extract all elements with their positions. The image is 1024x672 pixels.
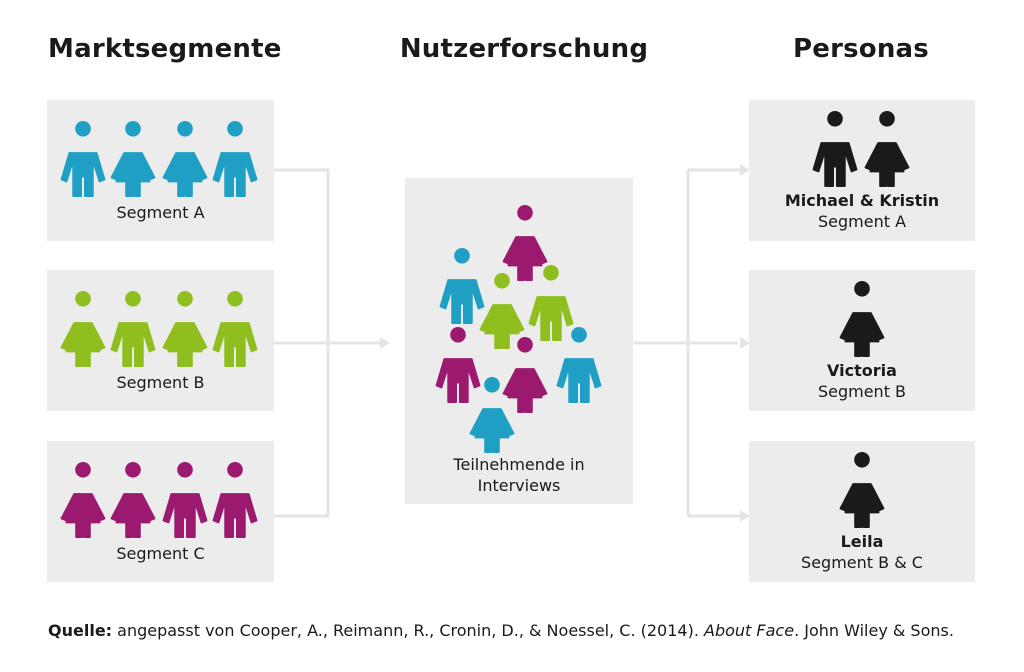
persona-segment: Segment B	[817, 382, 907, 401]
female-icon	[60, 290, 106, 367]
research-label-line2: Interviews	[477, 476, 561, 495]
persona-name: Victoria	[827, 361, 897, 380]
source-text: angepasst von Cooper, A., Reimann, R., C…	[112, 621, 705, 640]
female-icon	[469, 376, 515, 453]
male-icon	[439, 247, 485, 324]
research-participants	[435, 204, 602, 453]
persona-b-box: Victoria Segment B	[749, 270, 975, 411]
source-suffix: . John Wiley & Sons.	[794, 621, 954, 640]
persona-c-box: Leila Segment B & C	[749, 441, 975, 582]
segment-a-people	[60, 120, 258, 197]
female-icon	[839, 280, 885, 357]
male-icon	[110, 290, 156, 367]
persona-b-label: Victoria Segment B	[749, 360, 975, 402]
male-icon	[556, 326, 602, 403]
female-icon	[502, 336, 548, 413]
research-label: Teilnehmende in Interviews	[405, 454, 633, 496]
arrow-to-research	[380, 337, 390, 349]
source-book-title: About Face	[704, 621, 795, 640]
heading-personas: Personas	[793, 34, 929, 64]
female-icon	[162, 120, 208, 197]
segment-c-box: Segment C	[47, 441, 274, 582]
arrow-persona-b	[740, 337, 750, 349]
segment-b-people	[60, 290, 258, 367]
arrow-persona-a	[740, 164, 750, 176]
persona-segment: Segment A	[817, 212, 907, 231]
segment-b-label: Segment B	[116, 373, 205, 392]
persona-c-people	[839, 451, 885, 528]
female-icon	[110, 120, 156, 197]
male-icon	[812, 110, 858, 187]
female-icon	[479, 272, 525, 349]
research-box: Teilnehmende in Interviews	[405, 178, 633, 504]
female-icon	[110, 461, 156, 538]
female-icon	[864, 110, 910, 187]
persona-a-box: Michael & Kristin Segment A	[749, 100, 975, 241]
segment-a-label: Segment A	[116, 203, 205, 222]
male-icon	[528, 264, 574, 341]
male-icon	[162, 461, 208, 538]
persona-c-label: Leila Segment B & C	[749, 531, 975, 573]
male-icon	[212, 120, 258, 197]
female-icon	[60, 461, 106, 538]
heading-marktsegmente: Marktsegmente	[48, 34, 282, 64]
arrow-persona-c	[740, 510, 750, 522]
male-icon	[60, 120, 106, 197]
persona-a-label: Michael & Kristin Segment A	[749, 190, 975, 232]
persona-segment: Segment B & C	[801, 553, 923, 572]
male-icon	[212, 290, 258, 367]
segment-b-box: Segment B	[47, 270, 274, 411]
segment-c-label: Segment C	[116, 544, 205, 563]
source-citation: Quelle: angepasst von Cooper, A., Reiman…	[48, 621, 954, 640]
male-icon	[212, 461, 258, 538]
persona-b-people	[839, 280, 885, 357]
male-icon	[435, 326, 481, 403]
source-prefix: Quelle:	[48, 621, 113, 640]
heading-nutzerforschung: Nutzerforschung	[399, 34, 649, 64]
female-icon	[839, 451, 885, 528]
persona-name: Leila	[840, 532, 884, 551]
female-icon	[162, 290, 208, 367]
segment-a-box: Segment A	[47, 100, 274, 241]
segment-c-people	[60, 461, 258, 538]
research-label-line1: Teilnehmende in	[453, 455, 585, 474]
persona-name: Michael & Kristin	[784, 191, 940, 210]
persona-a-people	[812, 110, 910, 187]
female-icon	[502, 204, 548, 281]
